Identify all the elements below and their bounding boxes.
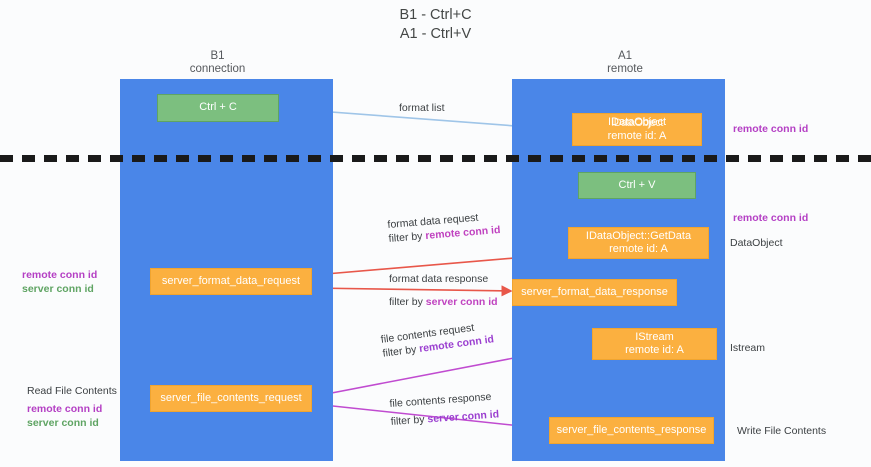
edge-label-format-data-request: format data request filter by remote con… — [387, 209, 501, 246]
filter-prefix: filter by — [388, 230, 426, 245]
node-server-format-data-response-label: server_format_data_response — [521, 285, 668, 298]
annotation-remote-conn-id-top: remote conn id — [733, 123, 809, 135]
node-ctrl-v[interactable]: Ctrl + V — [578, 172, 696, 199]
node-istream[interactable]: IStream remote id: A — [592, 328, 717, 360]
annotation-istream: Istream — [730, 342, 766, 354]
node-server-file-contents-response-label: server_file_contents_response — [556, 423, 707, 436]
annotation-left-remote-conn-id-mid: remote conn id — [22, 269, 98, 281]
edge-label-format-data-response: format data response filter by server co… — [389, 272, 498, 309]
node-getdata-label: IDataObject::GetData — [585, 229, 692, 242]
edge-label-file-contents-response: file contents response filter by server … — [389, 389, 500, 428]
annotation-left-remote-conn-id-bottom: remote conn id — [27, 403, 103, 415]
filter-prefix: filter by — [381, 343, 420, 360]
annotation-left-server-conn-id-mid: server conn id — [22, 283, 94, 295]
annotation-remote-conn-id-mid: remote conn id — [733, 212, 809, 224]
annotation-read-file-contents: Read File Contents — [27, 385, 117, 397]
node-getdata[interactable]: IDataObject::GetData remote id: A — [568, 227, 709, 259]
filter-key-server-conn-id: server conn id — [425, 296, 498, 308]
node-istream-label: IStream — [635, 330, 674, 343]
filter-prefix: filter by — [389, 296, 426, 308]
node-idataobject-ghost-label: IDataObject — [611, 117, 663, 129]
filter-key-server-conn-id: server conn id — [427, 408, 500, 426]
node-idataobject-remote-id: remote id: A — [607, 129, 667, 142]
filter-prefix: filter by — [390, 413, 428, 428]
title-line-2: A1 - Ctrl+V — [399, 26, 472, 42]
annotation-write-file-contents: Write File Contents — [737, 425, 827, 437]
edge-label-format-list: format list — [399, 101, 445, 115]
node-istream-remote-id: remote id: A — [625, 344, 684, 356]
column-header-a1: A1 remote — [525, 50, 725, 76]
annotation-left-server-conn-id-bottom: server conn id — [27, 417, 99, 429]
node-server-format-data-request-label: server_format_data_request — [161, 274, 301, 287]
column-header-a1-name: A1 — [617, 50, 633, 62]
edge-label-format-data-response-filter: filter by server conn id — [389, 295, 498, 309]
annotation-dataobject: DataObject — [730, 237, 783, 249]
node-ctrl-v-label: Ctrl + V — [618, 178, 656, 191]
node-getdata-remote-id: remote id: A — [609, 243, 668, 255]
node-ctrl-c[interactable]: Ctrl + C — [157, 94, 279, 122]
column-header-b1-role: connection — [189, 63, 246, 75]
phase-divider — [0, 155, 871, 162]
node-server-file-contents-request-label: server_file_contents_request — [160, 391, 302, 404]
edge-label-format-list-text: format list — [399, 102, 445, 114]
column-header-b1: B1 connection — [130, 50, 305, 76]
node-server-file-contents-request[interactable]: server_file_contents_request — [150, 385, 312, 412]
edge-label-file-contents-response-filter: filter by server conn id — [390, 407, 499, 429]
column-header-b1-name: B1 — [210, 50, 225, 62]
node-idataobject-label: IDataObject — [607, 116, 667, 128]
edge-label-file-contents-request: file contents request filter by remote c… — [380, 318, 495, 360]
diagram-title: B1 - Ctrl+C A1 - Ctrl+V — [0, 6, 871, 44]
node-server-format-data-request[interactable]: server_format_data_request — [150, 268, 312, 295]
node-server-file-contents-response[interactable]: server_file_contents_response — [549, 417, 714, 444]
edge-label-format-data-response-text: format data response — [389, 273, 489, 285]
column-header-a1-role: remote — [607, 63, 643, 75]
node-ctrl-c-label: Ctrl + C — [199, 101, 237, 114]
title-line-1: B1 - Ctrl+C — [399, 7, 472, 23]
node-server-format-data-response[interactable]: server_format_data_response — [512, 279, 677, 306]
node-idataobject[interactable]: IDataObject IDataObject remote id: A — [572, 113, 702, 146]
